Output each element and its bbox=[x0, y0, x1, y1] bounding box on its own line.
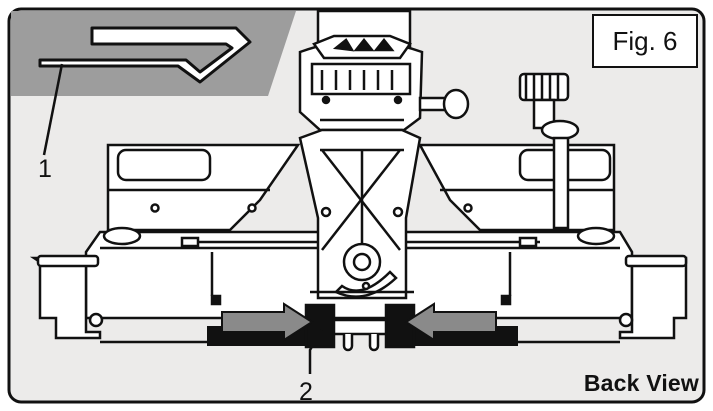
hex-key-tool bbox=[38, 26, 252, 84]
left-extension bbox=[29, 254, 214, 344]
bevel-lock-knob bbox=[518, 72, 580, 230]
callout-1-leader bbox=[42, 63, 64, 156]
callout-number-2: 2 bbox=[299, 378, 313, 406]
inward-arrow-right bbox=[404, 302, 497, 342]
callout-2-leader bbox=[308, 329, 324, 374]
head-side-knob bbox=[418, 88, 470, 120]
inward-arrow-left bbox=[221, 302, 314, 342]
left-table-wing bbox=[106, 143, 301, 232]
right-extension bbox=[504, 254, 688, 344]
callout-number-1: 1 bbox=[38, 155, 52, 183]
blade-guard-arm bbox=[298, 128, 422, 300]
figure-label: Fig. 6 bbox=[592, 14, 698, 68]
view-label: Back View bbox=[583, 370, 699, 396]
tool-corner-shading bbox=[11, 11, 296, 96]
saw-head bbox=[298, 34, 424, 132]
center-lock-slide bbox=[304, 303, 416, 352]
